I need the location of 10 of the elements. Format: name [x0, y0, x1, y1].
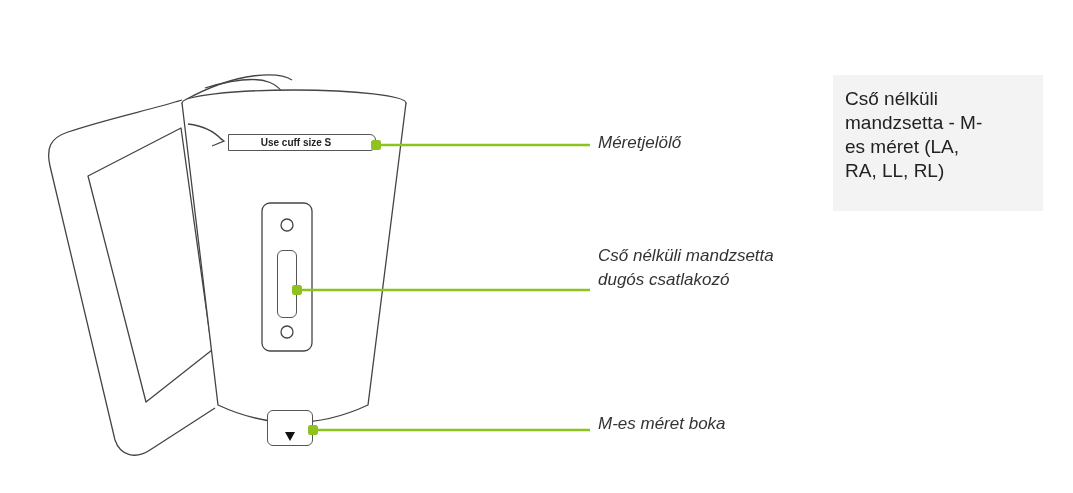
callout-label: Méretjelölő [598, 131, 798, 155]
leader-line [308, 425, 590, 435]
title-box: Cső nélküli mandzsetta - M-es méret (LA, RA, LL, RL) [833, 75, 1043, 211]
callout-label: M-es méret boka [598, 412, 798, 436]
connector-slot [277, 250, 297, 318]
leader-line [292, 285, 590, 295]
size-label-strip: Use cuff size S [228, 134, 376, 151]
leader-line [371, 140, 590, 150]
callout-label: Cső nélküli mandzsetta dugós csatlakozó [598, 244, 780, 318]
ankle-tab [267, 410, 313, 446]
